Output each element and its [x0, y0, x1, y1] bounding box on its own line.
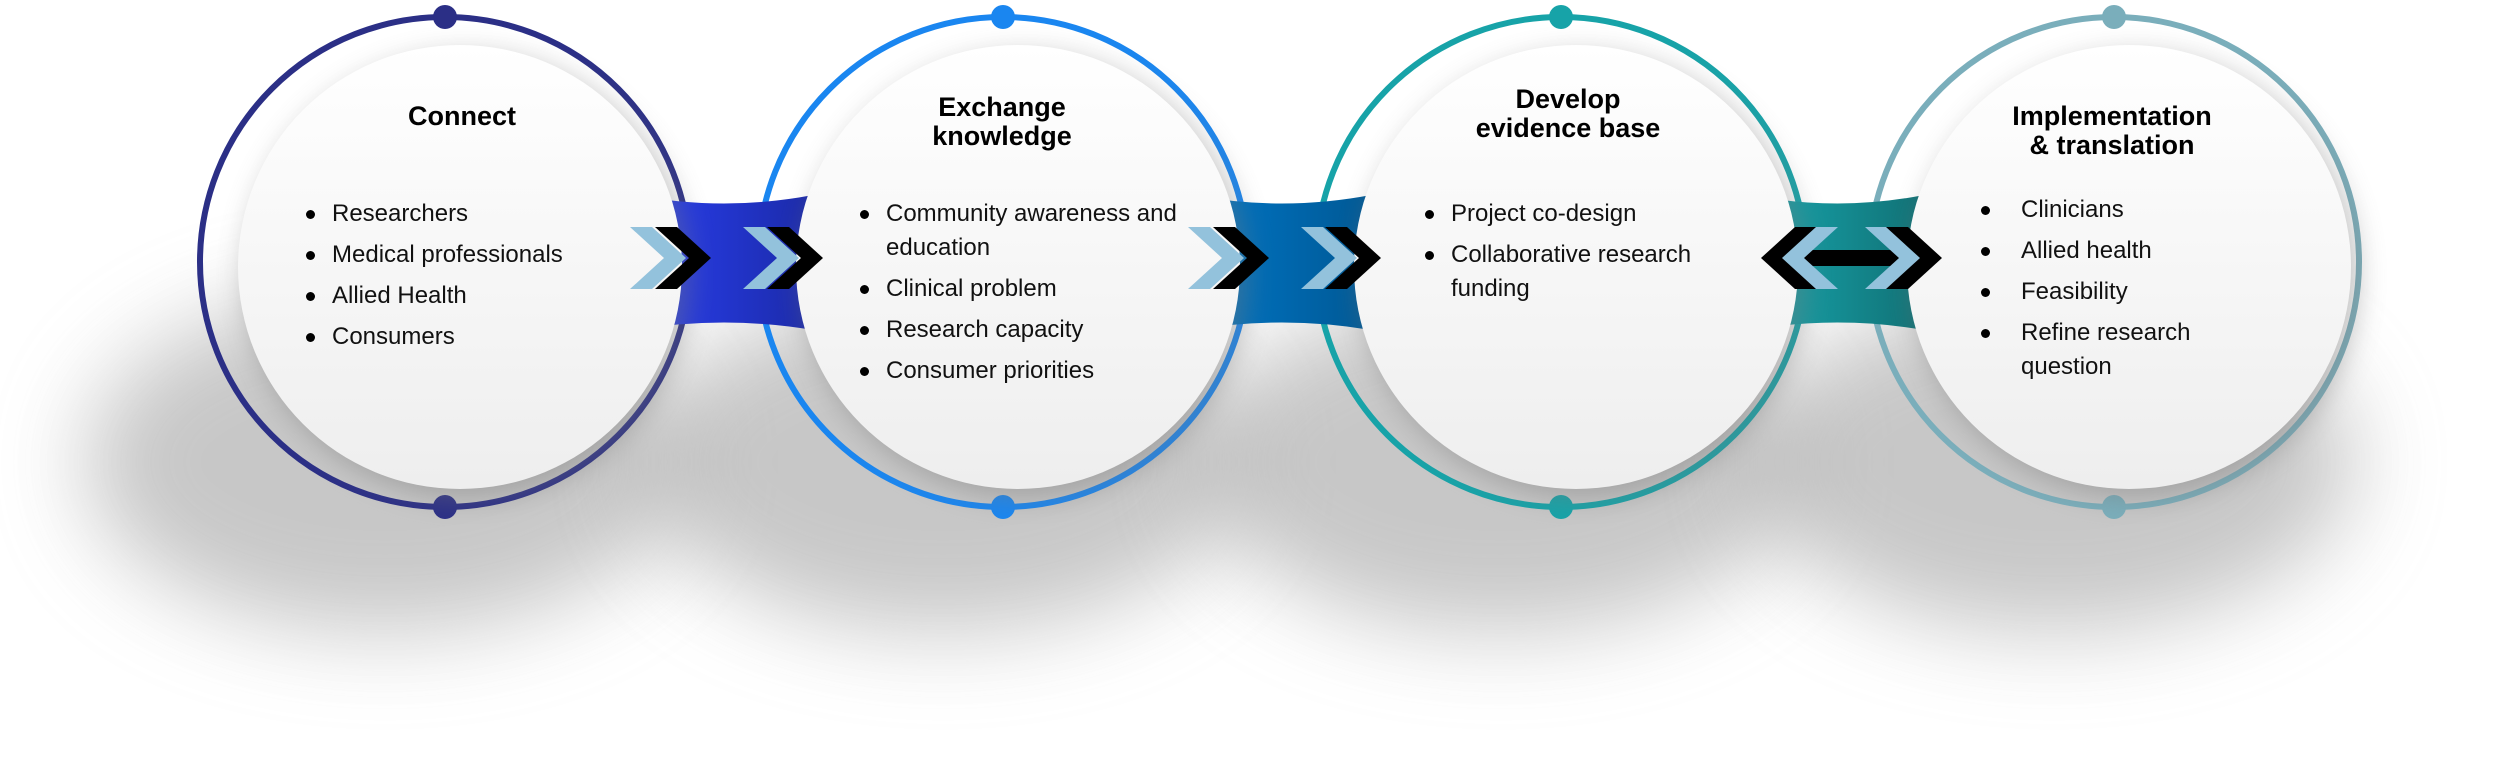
stage-title-implementation-translation: Implementation & translation: [2012, 101, 2212, 160]
chevron-right-icon: [1213, 227, 1269, 289]
list-item: Clinical problem: [860, 272, 1180, 306]
ring-top-dot: [2102, 5, 2126, 29]
stage-title-exchange-knowledge: Exchange knowledge: [932, 92, 1072, 151]
chevron-left-icon: [1761, 227, 1817, 289]
list-item: Research capacity: [860, 313, 1180, 347]
stage-disk: [238, 45, 682, 489]
stage-list-develop-evidence-base: Project co-design Collaborative research…: [1425, 197, 1745, 313]
chevron-right-icon: [630, 227, 686, 289]
chevron-right-icon: [1301, 227, 1357, 289]
list-item: Allied health: [1975, 234, 2255, 268]
stage-list-exchange-knowledge: Community awareness and education Clinic…: [860, 197, 1180, 395]
ring-bottom-dot: [1549, 495, 1573, 519]
list-item: Collaborative research funding: [1425, 238, 1745, 306]
list-item: Project co-design: [1425, 197, 1745, 231]
stage-disk: [796, 45, 1240, 489]
stage-list-connect: Researchers Medical professionals Allied…: [306, 197, 563, 361]
stage-title-connect: Connect: [408, 101, 516, 131]
chevron-right-icon: [767, 227, 823, 289]
chevron-right-icon: [655, 227, 711, 289]
stage-disk: [1354, 45, 1798, 489]
chevron-right-icon: [1188, 227, 1244, 289]
list-item: Clinicians: [1975, 193, 2255, 227]
chevron-left-icon: [1782, 227, 1838, 289]
ring-bottom-dot: [991, 495, 1015, 519]
ring-top-dot: [1549, 5, 1573, 29]
list-item: Researchers: [306, 197, 563, 231]
list-item: Allied Health: [306, 279, 563, 313]
stage-disk: [1907, 45, 2351, 489]
list-item: Consumer priorities: [860, 354, 1180, 388]
list-item: Feasibility: [1975, 275, 2255, 309]
list-item: Medical professionals: [306, 238, 563, 272]
list-item: Refine research question: [1975, 316, 2255, 384]
stage-list-implementation-translation: Clinicians Allied health Feasibility Ref…: [1975, 193, 2255, 391]
ring-bottom-dot: [433, 495, 457, 519]
stage-title-develop-evidence-base: Develop evidence base: [1475, 84, 1661, 143]
ring-top-dot: [433, 5, 457, 29]
chevron-right-icon: [1886, 227, 1942, 289]
chevron-right-icon: [1325, 227, 1381, 289]
ring-top-dot: [991, 5, 1015, 29]
list-item: Consumers: [306, 320, 563, 354]
double-arrow-shaft: [1785, 250, 1918, 266]
chevron-right-icon: [1865, 227, 1921, 289]
ring-bottom-dot: [2102, 495, 2126, 519]
list-item: Community awareness and education: [860, 197, 1180, 265]
chevron-right-icon: [743, 227, 799, 289]
